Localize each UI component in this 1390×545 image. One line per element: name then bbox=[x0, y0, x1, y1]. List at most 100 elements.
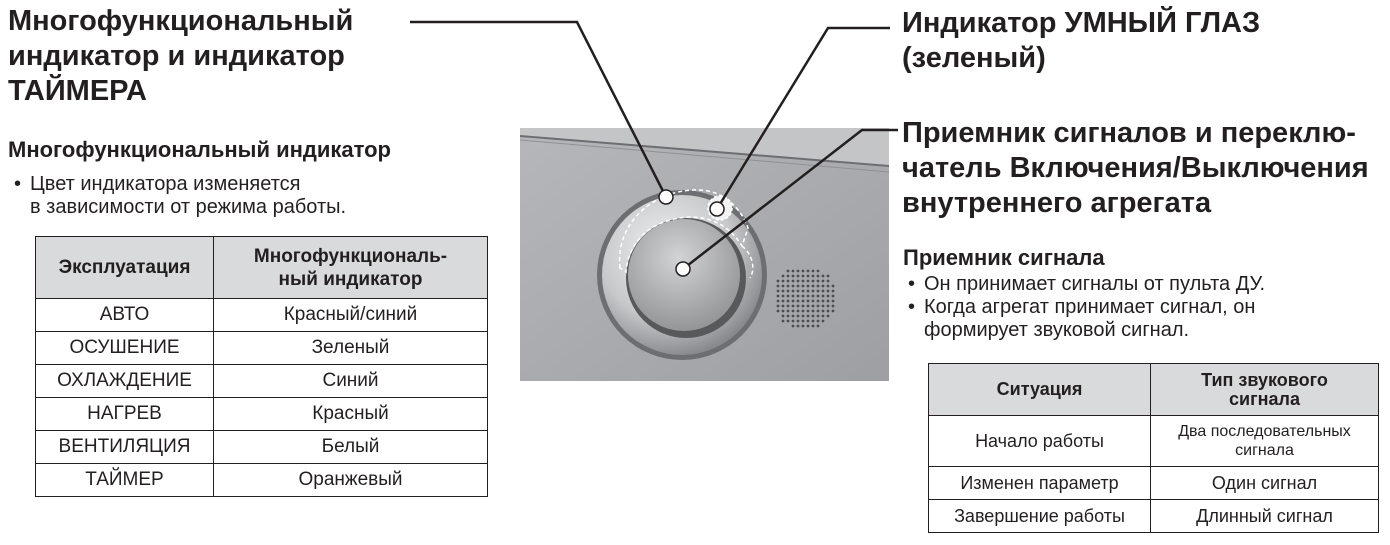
speaker-hole bbox=[811, 289, 815, 293]
speaker-hole bbox=[786, 304, 790, 308]
speaker-hole bbox=[821, 274, 825, 278]
speaker-hole bbox=[811, 304, 815, 308]
speaker-hole bbox=[806, 304, 810, 308]
speaker-hole bbox=[791, 269, 795, 273]
speaker-hole bbox=[811, 269, 815, 273]
speaker-hole bbox=[791, 324, 795, 328]
speaker-hole bbox=[811, 309, 815, 313]
speaker-hole bbox=[806, 269, 810, 273]
speaker-hole bbox=[811, 294, 815, 298]
speaker-hole bbox=[801, 299, 805, 303]
speaker-hole bbox=[776, 284, 780, 288]
table-header-row: Эксплуатация Многофункциональ- ный индик… bbox=[35, 236, 488, 299]
speaker-hole bbox=[786, 269, 790, 273]
speaker-hole bbox=[821, 279, 825, 283]
speaker-hole bbox=[801, 284, 805, 288]
header-indicator: Многофункциональ- ный индикатор bbox=[213, 236, 488, 299]
speaker-hole bbox=[826, 314, 830, 318]
receiver-subtitle: Приемник сигнала bbox=[903, 245, 1105, 270]
speaker-hole bbox=[801, 324, 805, 328]
speaker-hole bbox=[806, 284, 810, 288]
speaker-hole bbox=[821, 314, 825, 318]
speaker-hole bbox=[776, 279, 780, 283]
speaker-hole bbox=[826, 299, 830, 303]
table-row: НАГРЕВ Красный bbox=[35, 397, 488, 431]
speaker-hole bbox=[776, 304, 780, 308]
table-cell: Красный/синий bbox=[213, 298, 488, 332]
speaker-hole bbox=[796, 324, 800, 328]
table-cell: Длинный сигнал bbox=[1150, 499, 1379, 533]
speaker-hole bbox=[826, 304, 830, 308]
speaker-hole bbox=[801, 289, 805, 293]
table-cell: Один сигнал bbox=[1150, 466, 1379, 500]
table-cell: Оранжевый bbox=[213, 463, 488, 497]
table-cell: ОХЛАЖДЕНИЕ bbox=[35, 364, 214, 398]
speaker-hole bbox=[821, 319, 825, 323]
speaker-hole bbox=[781, 309, 785, 313]
speaker-hole bbox=[831, 289, 835, 293]
speaker-hole bbox=[781, 289, 785, 293]
speaker-hole bbox=[776, 289, 780, 293]
speaker-hole bbox=[781, 279, 785, 283]
speaker-hole bbox=[816, 314, 820, 318]
speaker-hole bbox=[801, 269, 805, 273]
speaker-hole bbox=[801, 279, 805, 283]
speaker-hole bbox=[791, 314, 795, 318]
speaker-hole bbox=[786, 289, 790, 293]
table-cell: Два последовательных сигнала bbox=[1150, 415, 1379, 467]
receiver-bullets: Он принимает сигналы от пульта ДУ. Когда… bbox=[902, 273, 1382, 342]
speaker-hole bbox=[791, 274, 795, 278]
speaker-hole bbox=[826, 294, 830, 298]
speaker-hole bbox=[801, 304, 805, 308]
power-button-knob bbox=[628, 219, 740, 331]
speaker-hole bbox=[806, 279, 810, 283]
speaker-hole bbox=[806, 324, 810, 328]
speaker-hole bbox=[776, 309, 780, 313]
speaker-hole bbox=[781, 284, 785, 288]
speaker-hole bbox=[796, 319, 800, 323]
speaker-hole bbox=[826, 284, 830, 288]
speaker-hole bbox=[821, 304, 825, 308]
speaker-hole bbox=[831, 299, 835, 303]
table-cell: ТАЙМЕР bbox=[35, 463, 214, 497]
table-row: ВЕНТИЛЯЦИЯ Белый bbox=[35, 430, 488, 464]
speaker-hole bbox=[806, 314, 810, 318]
speaker-hole bbox=[816, 269, 820, 273]
speaker-hole bbox=[791, 319, 795, 323]
speaker-hole bbox=[831, 294, 835, 298]
speaker-hole bbox=[821, 309, 825, 313]
speaker-hole bbox=[811, 314, 815, 318]
speaker-grille bbox=[776, 269, 835, 328]
speaker-hole bbox=[796, 269, 800, 273]
speaker-hole bbox=[816, 284, 820, 288]
speaker-hole bbox=[806, 289, 810, 293]
speaker-hole bbox=[786, 274, 790, 278]
speaker-hole bbox=[821, 294, 825, 298]
speaker-hole bbox=[821, 289, 825, 293]
speaker-hole bbox=[791, 299, 795, 303]
speaker-hole bbox=[816, 319, 820, 323]
speaker-hole bbox=[806, 299, 810, 303]
speaker-hole bbox=[796, 289, 800, 293]
speaker-hole bbox=[796, 309, 800, 313]
indicator-color-table: Эксплуатация Многофункциональ- ный индик… bbox=[35, 236, 488, 497]
speaker-hole bbox=[781, 319, 785, 323]
speaker-hole bbox=[781, 274, 785, 278]
speaker-hole bbox=[826, 309, 830, 313]
speaker-hole bbox=[796, 284, 800, 288]
speaker-hole bbox=[791, 279, 795, 283]
speaker-hole bbox=[796, 314, 800, 318]
speaker-hole bbox=[811, 284, 815, 288]
speaker-hole bbox=[776, 299, 780, 303]
bullet-item: Когда агрегат принимает сигнал, он форми… bbox=[902, 296, 1382, 342]
speaker-hole bbox=[816, 304, 820, 308]
table-cell: Белый bbox=[213, 430, 488, 464]
speaker-hole bbox=[806, 274, 810, 278]
speaker-hole bbox=[826, 279, 830, 283]
table-row: Завершение работы Длинный сигнал bbox=[928, 499, 1379, 533]
speaker-hole bbox=[816, 309, 820, 313]
speaker-hole bbox=[801, 274, 805, 278]
table-cell: Красный bbox=[213, 397, 488, 431]
speaker-hole bbox=[791, 304, 795, 308]
table-row: ТАЙМЕР Оранжевый bbox=[35, 463, 488, 497]
